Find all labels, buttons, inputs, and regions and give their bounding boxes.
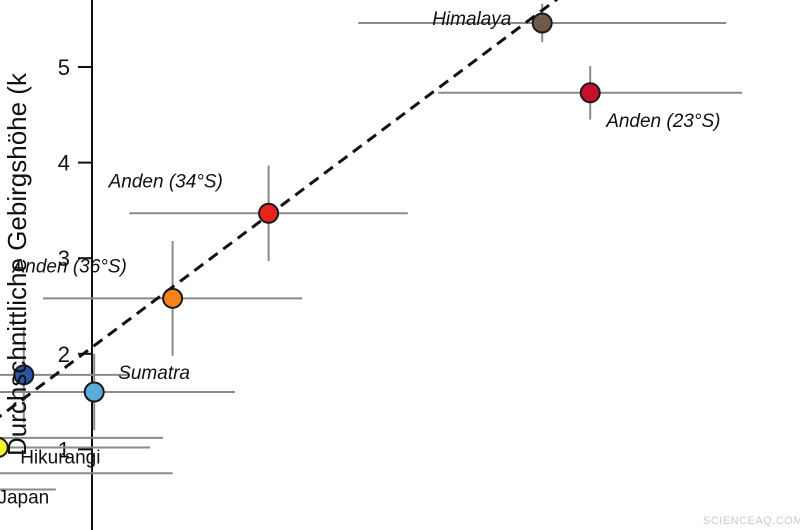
- data-point: [531, 12, 553, 34]
- data-point: [13, 364, 35, 386]
- trend-line: [0, 0, 559, 419]
- data-point: [0, 437, 9, 458]
- point-label: Anden (23°S): [605, 111, 720, 132]
- point-label: NE Japan: [0, 487, 49, 508]
- y-axis-label: Durchschnittliche Gebirgshöhe (k: [2, 72, 32, 456]
- data-point: [83, 381, 105, 403]
- axes: 1 2 3 4 5: [58, 0, 93, 530]
- point-label: Himalaya: [432, 9, 511, 30]
- y-tick-label: 5: [58, 55, 70, 80]
- y-tick-label: 2: [58, 342, 70, 367]
- y-tick-label: 3: [58, 246, 70, 271]
- point-label: Hikurangi: [20, 447, 100, 468]
- trend-line-group: [0, 0, 559, 419]
- y-tick-label: 1: [58, 437, 70, 462]
- y-tick-label: 4: [58, 151, 70, 176]
- data-point: [162, 287, 184, 309]
- point-label: Anden (34°S): [108, 171, 223, 192]
- data-point: [579, 82, 601, 104]
- data-point: [258, 202, 280, 224]
- point-label: Anden (36°S): [12, 256, 127, 277]
- point-label: Sumatra: [118, 363, 190, 384]
- data-points: [0, 12, 601, 458]
- watermark-text: SCIENCEAQ.COM: [703, 515, 800, 527]
